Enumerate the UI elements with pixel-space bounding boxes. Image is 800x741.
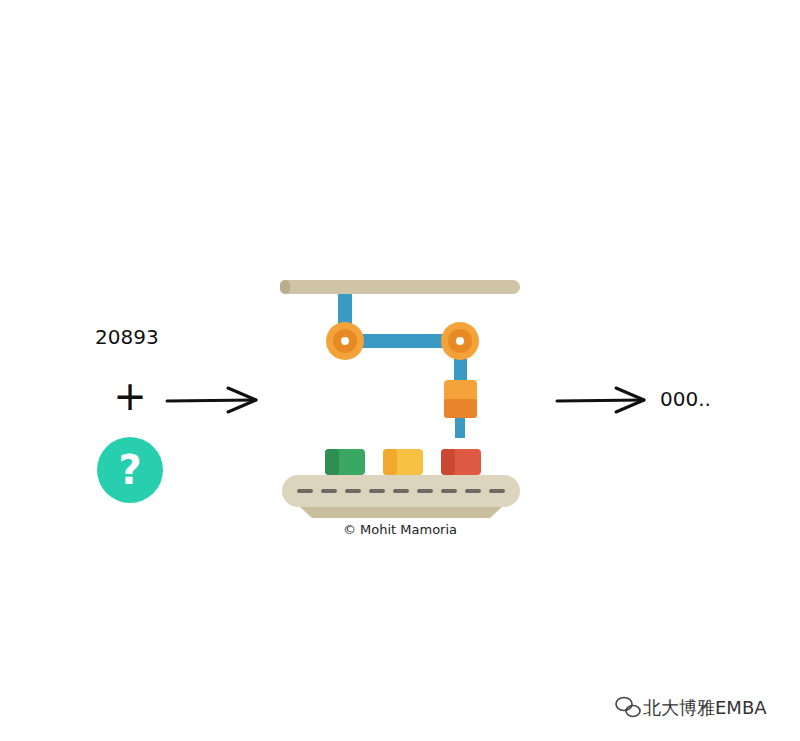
question-circle: ?	[97, 437, 163, 503]
wechat-icon	[616, 698, 640, 717]
credit-text: © Mohit Mamoria	[343, 523, 457, 537]
input-number: 20893	[95, 326, 159, 348]
watermark: 北大博雅EMBA	[643, 698, 767, 718]
plus-sign: +	[113, 374, 147, 418]
output-number: 000..	[660, 388, 711, 410]
output-arrow	[557, 388, 644, 412]
node-text: ?	[118, 450, 141, 490]
input-arrow	[167, 388, 256, 412]
conveyor-belt	[282, 449, 520, 518]
robot-arm	[280, 280, 520, 438]
